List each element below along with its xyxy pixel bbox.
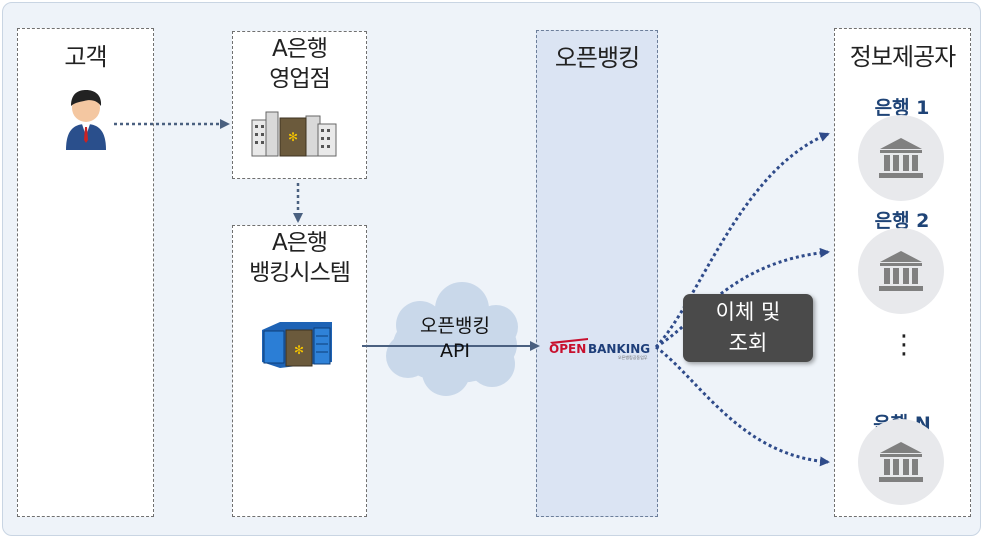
bank-icon bbox=[879, 442, 923, 482]
openbanking-logo: OPEN BANKING 오픈뱅킹공동업무 bbox=[548, 336, 666, 362]
arrow-to-bank-2 bbox=[655, 247, 830, 349]
bank-1-label: 은행 1 bbox=[874, 97, 930, 119]
svg-text:✻: ✻ bbox=[294, 343, 304, 357]
building-icon: ✻ bbox=[251, 111, 337, 157]
banking-system-column bbox=[232, 225, 367, 517]
provider-title: 정보제공자 bbox=[849, 43, 956, 71]
banking-system-label: A은행 뱅킹시스템 bbox=[249, 230, 351, 286]
bank-1-circle bbox=[858, 115, 944, 201]
bank-icon bbox=[879, 251, 923, 291]
customer-title: 고객 bbox=[64, 43, 107, 71]
person-icon bbox=[66, 90, 106, 150]
arrow-to-bank-n bbox=[655, 345, 830, 467]
bank-2-label: 은행 2 bbox=[874, 210, 930, 232]
logo-open-text: OPEN bbox=[549, 342, 586, 356]
logo-sub-text: 오픈뱅킹공동업무 bbox=[618, 354, 648, 360]
logo-banking-text: BANKING bbox=[588, 342, 650, 356]
transfer-inquiry-box: 이체 및 조회 bbox=[683, 294, 813, 362]
bank-n-circle bbox=[858, 419, 944, 505]
bank-2-circle bbox=[858, 228, 944, 314]
more-banks-ellipsis: ⋮ bbox=[891, 330, 917, 360]
server-icon: ✻ bbox=[262, 322, 332, 368]
openbanking-title: 오픈뱅킹 bbox=[554, 44, 640, 72]
arrow-to-bank-1 bbox=[654, 132, 830, 349]
openbanking-column: 오픈뱅킹 bbox=[536, 30, 658, 517]
branch-label: A은행 영업점 bbox=[269, 36, 330, 92]
bank-icon bbox=[879, 138, 923, 178]
transfer-inquiry-label: 이체 및 조회 bbox=[715, 300, 781, 355]
svg-text:✻: ✻ bbox=[288, 130, 298, 144]
openbanking-api-label: 오픈뱅킹 API bbox=[420, 315, 490, 362]
